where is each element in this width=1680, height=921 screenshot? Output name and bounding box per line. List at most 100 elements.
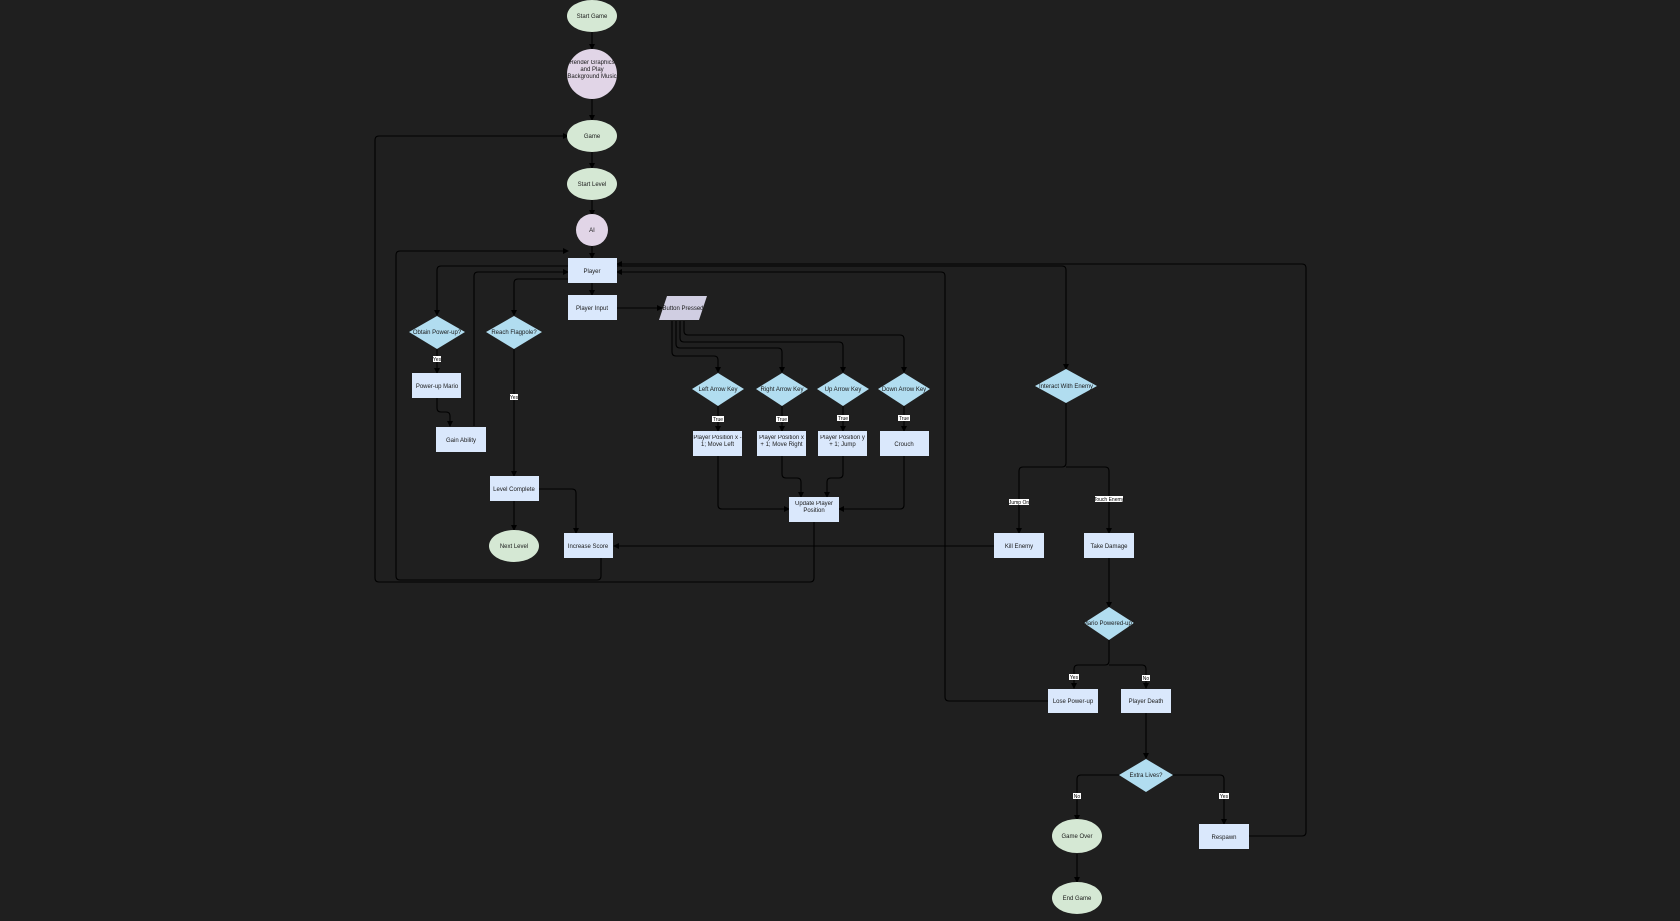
node-down-arrow-key[interactable]: Down Arrow Key xyxy=(878,373,930,406)
svg-text:Extra Lives?: Extra Lives? xyxy=(1129,773,1163,779)
edge-label-jump-on: Jump On xyxy=(1009,499,1029,506)
svg-text:No: No xyxy=(1143,676,1150,682)
node-move-right[interactable]: Player Position x + 1; Move Right xyxy=(757,431,806,456)
node-jump[interactable]: Player Position y + 1; Jump xyxy=(818,431,867,456)
svg-text:Game: Game xyxy=(584,134,601,140)
edge-level-score xyxy=(539,488,579,534)
svg-text:Level Complete: Level Complete xyxy=(493,487,535,493)
svg-text:Crouch: Crouch xyxy=(894,442,913,448)
node-increase-score[interactable]: Increase Score xyxy=(564,533,613,558)
edge-label-powered-no: No xyxy=(1142,675,1150,682)
node-button-pressed[interactable]: Button Pressed xyxy=(659,296,707,320)
edge-button-down xyxy=(683,321,907,373)
svg-text:Take Damage: Take Damage xyxy=(1090,544,1128,550)
svg-text:Increase Score: Increase Score xyxy=(568,544,609,550)
edge-respawn-player xyxy=(616,261,1307,837)
node-obtain-powerup[interactable]: Obtain Power-up? xyxy=(409,316,465,349)
node-crouch[interactable]: Crouch xyxy=(880,431,929,456)
edge-update-loop xyxy=(374,133,815,583)
svg-text:Yes: Yes xyxy=(510,395,519,401)
node-mario-powered[interactable]: Mario Powered-up? xyxy=(1083,607,1136,640)
svg-text:Yes: Yes xyxy=(433,357,442,363)
node-update-position-label: Update Player Position xyxy=(794,501,834,514)
node-left-arrow-key[interactable]: Left Arrow Key xyxy=(692,373,744,406)
edge-label-lives-yes: Yes xyxy=(1219,793,1229,800)
edge-label-right-true: True xyxy=(776,416,788,423)
node-extra-lives[interactable]: Extra Lives? xyxy=(1119,759,1173,792)
svg-text:Yes: Yes xyxy=(1220,794,1229,800)
edge-label-touch-enemy: Touch Enemy xyxy=(1094,496,1125,503)
svg-text:Respawn: Respawn xyxy=(1211,835,1236,841)
node-take-damage[interactable]: Take Damage xyxy=(1084,533,1134,558)
edge-button-up xyxy=(679,321,846,373)
node-ai[interactable]: AI xyxy=(576,214,608,246)
edge-powered-lose xyxy=(1071,640,1110,689)
node-reach-flagpole[interactable]: Reach Flagpole? xyxy=(486,316,542,349)
svg-text:Player Death: Player Death xyxy=(1129,699,1164,705)
node-right-arrow-key[interactable]: Right Arrow Key xyxy=(756,373,808,406)
edge-label-flag-yes: Yes xyxy=(510,394,519,401)
edge-moveleft-update xyxy=(717,456,790,512)
node-lose-powerup[interactable]: Lose Power-up xyxy=(1048,689,1098,713)
edge-crouch-update xyxy=(838,456,905,512)
edge-label-left-true: True xyxy=(712,416,724,423)
edge-lives-respawn xyxy=(1172,774,1227,825)
node-move-left[interactable]: Player Position x - 1; Move Left xyxy=(693,431,742,456)
edge-moveright-update xyxy=(781,456,804,498)
edge-label-powered-yes: Yes xyxy=(1069,674,1079,681)
svg-text:Right Arrow Key: Right Arrow Key xyxy=(760,387,803,393)
node-up-arrow-key[interactable]: Up Arrow Key xyxy=(817,373,869,406)
edge-powered-death xyxy=(1109,664,1149,689)
svg-text:Kill Enemy: Kill Enemy xyxy=(1005,544,1033,550)
edge-lives-gameover xyxy=(1074,774,1120,821)
edge-label-obtain-yes: Yes xyxy=(433,356,442,363)
edges xyxy=(374,32,1307,883)
edge-jump-update xyxy=(824,456,844,498)
node-start-level[interactable]: Start Level xyxy=(567,168,617,200)
svg-text:End Game: End Game xyxy=(1063,896,1092,902)
svg-text:Touch Enemy: Touch Enemy xyxy=(1094,497,1125,503)
node-game[interactable]: Game xyxy=(567,120,617,152)
node-kill-enemy[interactable]: Kill Enemy xyxy=(994,533,1044,558)
edge-label-up-true: True xyxy=(837,415,849,422)
node-player[interactable]: Player xyxy=(568,258,617,283)
edge-gain-player xyxy=(473,269,569,426)
node-next-level[interactable]: Next Level xyxy=(489,530,539,562)
svg-text:Yes: Yes xyxy=(1070,675,1079,681)
svg-text:Player Input: Player Input xyxy=(576,306,608,312)
node-end-game[interactable]: End Game xyxy=(1052,882,1102,914)
svg-text:Left Arrow Key: Left Arrow Key xyxy=(698,387,737,393)
svg-text:Player: Player xyxy=(583,269,600,275)
svg-text:True: True xyxy=(899,416,909,422)
node-player-input[interactable]: Player Input xyxy=(568,295,617,320)
node-interact-enemy[interactable]: Interact With Enemy xyxy=(1035,369,1097,403)
svg-text:Up Arrow Key: Up Arrow Key xyxy=(825,387,862,393)
node-update-position[interactable]: Update Player Position xyxy=(789,497,839,522)
edge-player-obtain xyxy=(434,265,568,316)
svg-text:Next Level: Next Level xyxy=(500,544,528,550)
edge-enemy-kill xyxy=(1016,403,1067,534)
node-move-right-label: Player Position x + 1; Move Right xyxy=(759,435,804,448)
edge-enemy-damage xyxy=(1066,466,1112,534)
node-player-death[interactable]: Player Death xyxy=(1121,689,1171,713)
svg-text:Button Pressed: Button Pressed xyxy=(662,306,703,312)
svg-text:Mario Powered-up?: Mario Powered-up? xyxy=(1083,621,1136,627)
node-start-game[interactable]: Start Game xyxy=(567,0,617,32)
svg-text:True: True xyxy=(838,416,848,422)
svg-text:Gain Ability: Gain Ability xyxy=(446,438,476,444)
edge-player-enemy xyxy=(617,265,1069,370)
node-render-graphics[interactable]: Render Graphics and Play Background Musi… xyxy=(567,49,617,99)
node-gain-ability[interactable]: Gain Ability xyxy=(436,427,486,452)
node-level-complete[interactable]: Level Complete xyxy=(490,476,539,501)
node-respawn[interactable]: Respawn xyxy=(1199,824,1249,849)
svg-text:Lose Power-up: Lose Power-up xyxy=(1053,699,1094,705)
svg-text:Start Game: Start Game xyxy=(577,14,608,20)
node-game-over[interactable]: Game Over xyxy=(1052,819,1102,853)
node-powerup-mario[interactable]: Power-up Mario xyxy=(412,373,461,398)
svg-text:Game Over: Game Over xyxy=(1061,834,1092,840)
node-jump-label: Player Position y + 1; Jump xyxy=(820,435,865,448)
edge-player-flagpole xyxy=(511,278,568,316)
edge-label-down-true: True xyxy=(898,415,910,422)
svg-text:True: True xyxy=(777,417,787,423)
